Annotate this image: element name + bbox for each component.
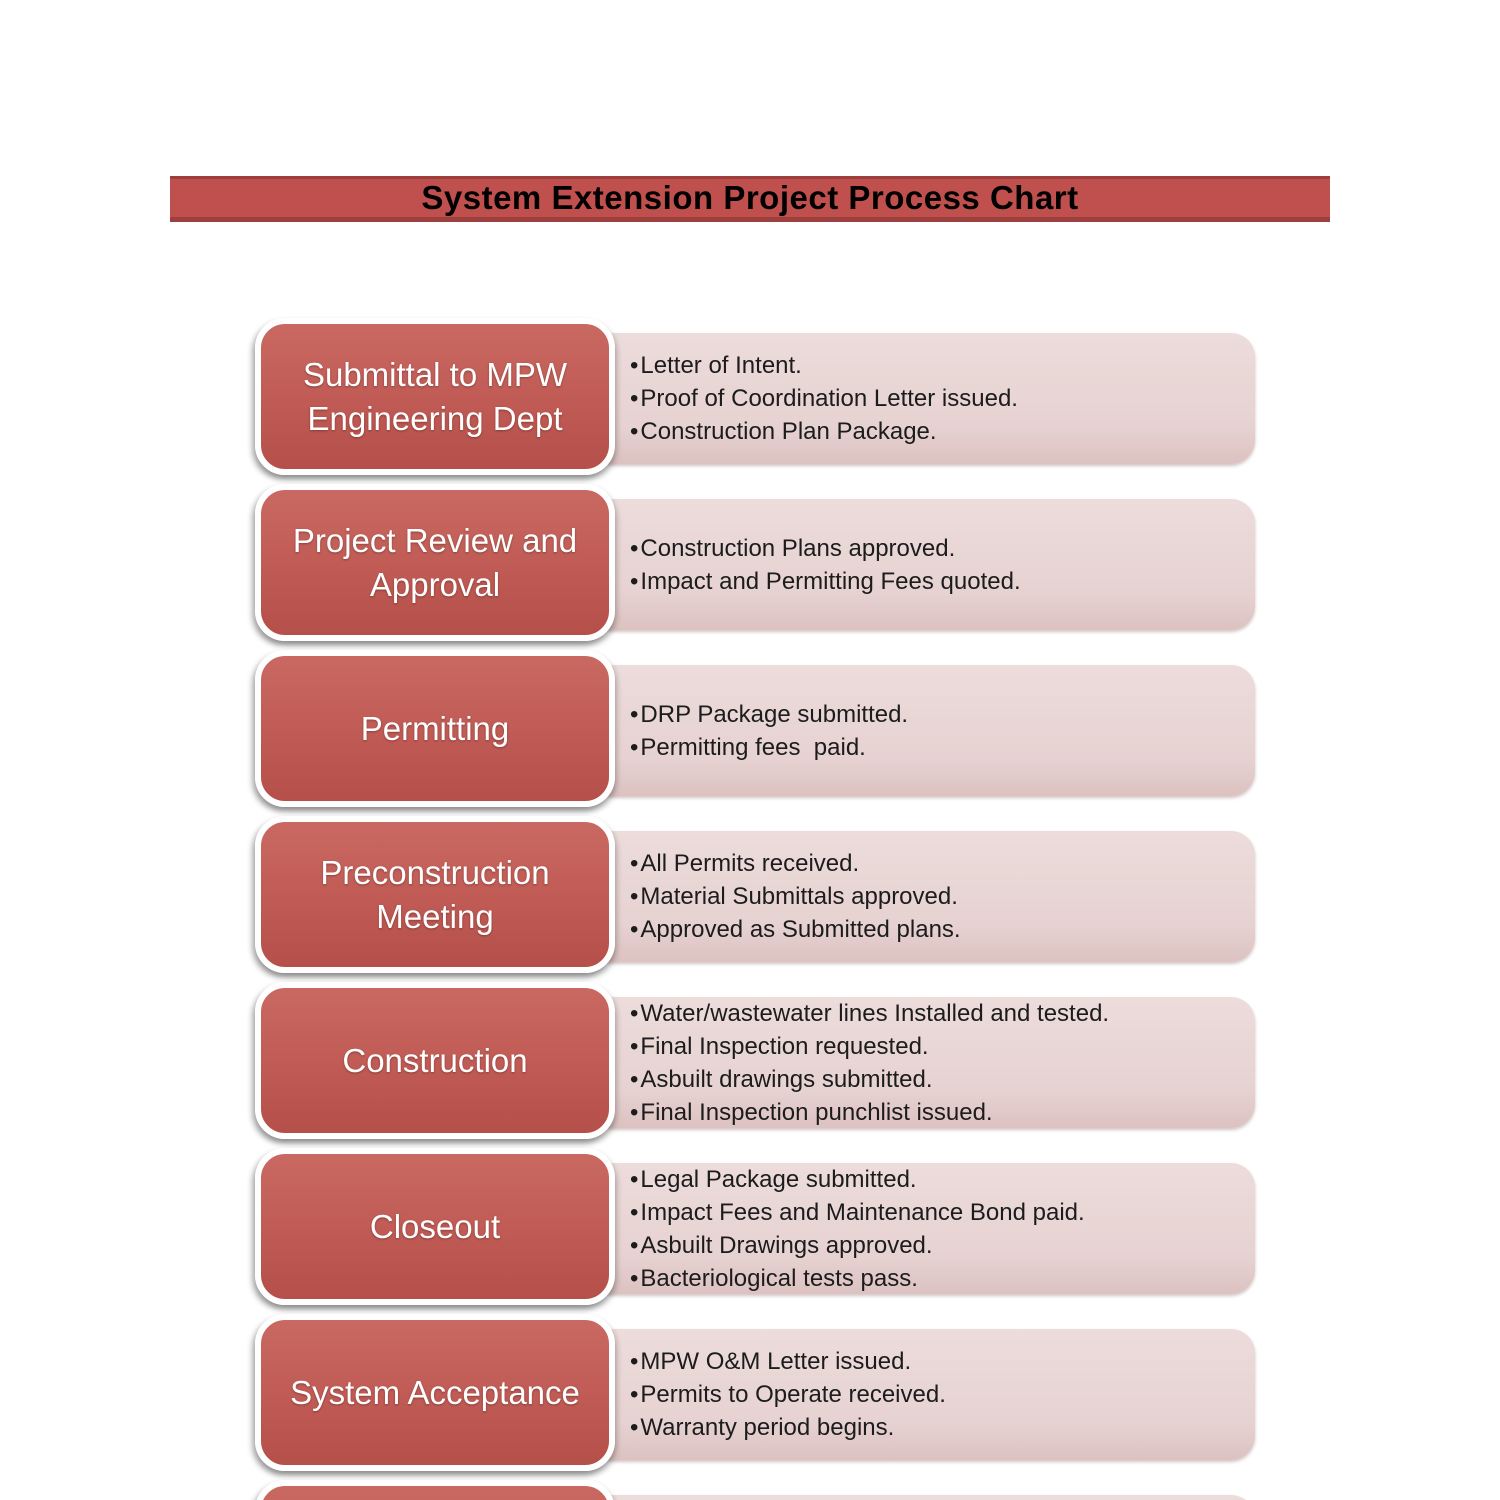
process-row: Water/wastewater lines Installed and tes… — [255, 982, 1255, 1139]
bullet-list: DRP Package submitted.Permitting fees pa… — [630, 698, 1231, 764]
bullet-item: Permitting fees paid. — [630, 731, 1231, 764]
process-row: Legal Package submitted.Impact Fees and … — [255, 1148, 1255, 1305]
detail-box: All Permits received.Material Submittals… — [590, 831, 1255, 962]
bullet-item: Letter of Intent. — [630, 349, 1231, 382]
stage-label: Construction — [342, 1041, 528, 1079]
bullet-list: All Permits received.Material Submittals… — [630, 847, 1231, 946]
stage-label: Permitting — [360, 709, 510, 747]
bullet-item: DRP Package submitted. — [630, 698, 1231, 731]
stage-label: System Acceptance — [290, 1373, 580, 1411]
bullet-item: Bacteriological tests pass. — [630, 1262, 1231, 1295]
process-chart: Letter of Intent.Proof of Coordination L… — [255, 318, 1255, 1500]
stage-box — [255, 1480, 615, 1500]
bullet-item: Proof of Coordination Letter issued. — [630, 382, 1231, 415]
stage-label: Project Review and Approval — [292, 521, 578, 603]
bullet-item: All Permits received. — [630, 847, 1231, 880]
bullet-item: Water/wastewater lines Installed and tes… — [630, 997, 1231, 1030]
title-bar: System Extension Project Process Chart — [170, 176, 1330, 222]
detail-box: Letter of Intent.Proof of Coordination L… — [590, 333, 1255, 464]
stage-box: System Acceptance — [255, 1314, 615, 1471]
bullet-item: Approved as Submitted plans. — [630, 913, 1231, 946]
bullet-item: Final Inspection punchlist issued. — [630, 1096, 1231, 1129]
process-row: Construction Plans approved.Impact and P… — [255, 484, 1255, 641]
stage-box: Preconstruction Meeting — [255, 816, 615, 973]
bullet-item: Impact and Permitting Fees quoted. — [630, 565, 1231, 598]
bullet-list: MPW O&M Letter issued.Permits to Operate… — [630, 1345, 1231, 1444]
stage-box: Construction — [255, 982, 615, 1139]
stage-box: Submittal to MPW Engineering Dept — [255, 318, 615, 475]
bullet-item: Permits to Operate received. — [630, 1378, 1231, 1411]
bullet-item: Warranty period begins. — [630, 1411, 1231, 1444]
process-row: All Permits received.Material Submittals… — [255, 816, 1255, 973]
bullet-item: MPW O&M Letter issued. — [630, 1345, 1231, 1378]
bullet-list: Legal Package submitted.Impact Fees and … — [630, 1163, 1231, 1295]
process-row: Letter of Intent.Proof of Coordination L… — [255, 318, 1255, 475]
detail-box: MPW O&M Letter issued.Permits to Operate… — [590, 1329, 1255, 1460]
bullet-item: Construction Plans approved. — [630, 532, 1231, 565]
bullet-item: Impact Fees and Maintenance Bond paid. — [630, 1196, 1231, 1229]
bullet-item: Construction Plan Package. — [630, 415, 1231, 448]
detail-box — [590, 1495, 1255, 1500]
bullet-list: Water/wastewater lines Installed and tes… — [630, 997, 1231, 1129]
stage-label: Preconstruction Meeting — [320, 853, 550, 935]
stage-label: Closeout — [369, 1207, 501, 1245]
page-title: System Extension Project Process Chart — [421, 179, 1079, 216]
bullet-item: Asbuilt drawings submitted. — [630, 1063, 1231, 1096]
stage-box: Permitting — [255, 650, 615, 807]
process-row: DRP Package submitted.Permitting fees pa… — [255, 650, 1255, 807]
bullet-item: Final Inspection requested. — [630, 1030, 1231, 1063]
detail-box: Water/wastewater lines Installed and tes… — [590, 997, 1255, 1128]
detail-box: Construction Plans approved.Impact and P… — [590, 499, 1255, 630]
bullet-list: Construction Plans approved.Impact and P… — [630, 532, 1231, 598]
stage-box: Project Review and Approval — [255, 484, 615, 641]
bullet-item: Legal Package submitted. — [630, 1163, 1231, 1196]
bullet-item: Material Submittals approved. — [630, 880, 1231, 913]
bullet-item: Asbuilt Drawings approved. — [630, 1229, 1231, 1262]
stage-box: Closeout — [255, 1148, 615, 1305]
process-row — [255, 1480, 1255, 1500]
detail-box: DRP Package submitted.Permitting fees pa… — [590, 665, 1255, 796]
bullet-list: Letter of Intent.Proof of Coordination L… — [630, 349, 1231, 448]
detail-box: Legal Package submitted.Impact Fees and … — [590, 1163, 1255, 1294]
stage-label: Submittal to MPW Engineering Dept — [302, 355, 568, 437]
process-row: MPW O&M Letter issued.Permits to Operate… — [255, 1314, 1255, 1471]
